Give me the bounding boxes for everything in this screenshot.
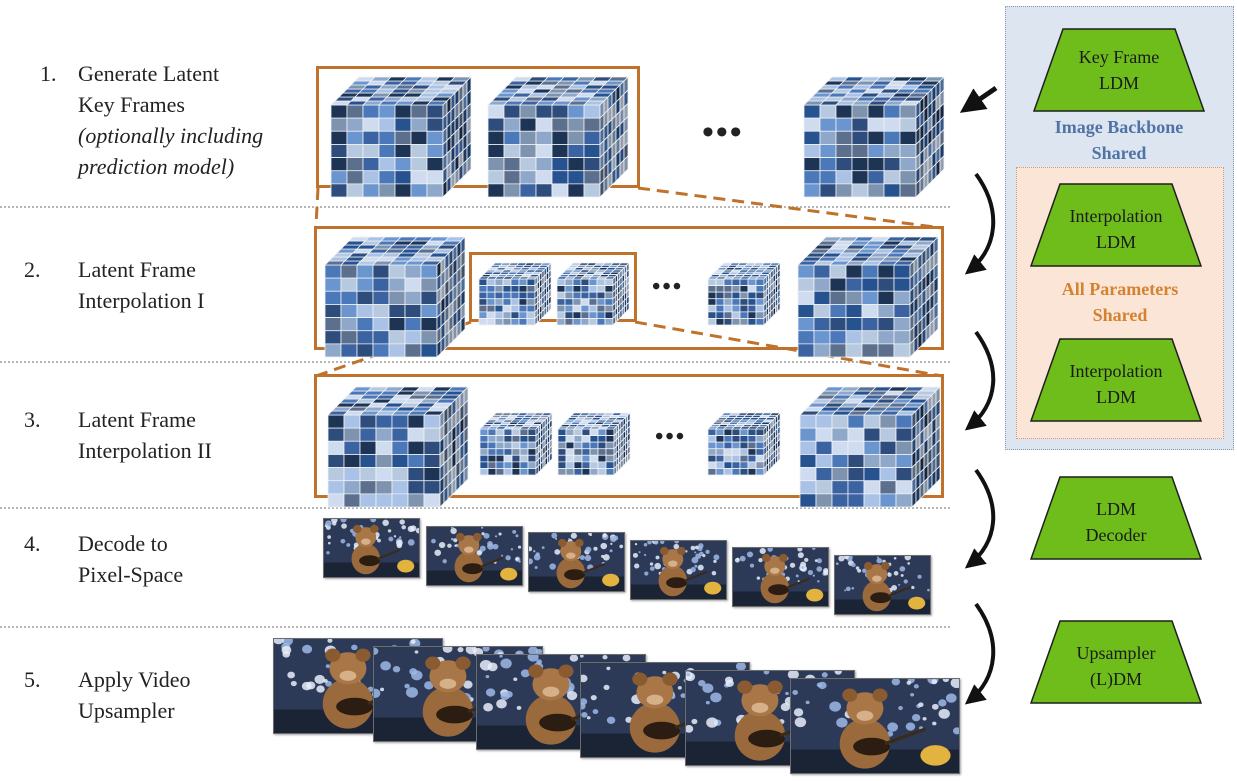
- step-5-number: 5.: [24, 667, 41, 692]
- all-parameters-line-1: All Parameters: [1061, 279, 1179, 299]
- interpolation-ldm-1-text: Interpolation LDM: [1030, 203, 1202, 255]
- interpolation-ldm-1-block: Interpolation LDM: [1030, 183, 1202, 267]
- zoom-connector-1-right: [637, 186, 943, 230]
- step-5-label: Apply Video Upsampler: [78, 664, 191, 726]
- latent-cube-interp1-4: [707, 262, 781, 326]
- step-3-line-1: Latent Frame: [78, 407, 196, 432]
- step-1-note-line-1: (optionally including: [78, 123, 264, 148]
- step-5-line-2: Upsampler: [78, 698, 175, 723]
- interpolation-2-row-box: [314, 374, 944, 498]
- latent-cube-interp1-5: [797, 236, 939, 358]
- latent-cube-interp1-3: [556, 262, 630, 326]
- separator-3: [0, 507, 950, 509]
- upsampler-text: Upsampler (L)DM: [1030, 640, 1202, 692]
- interpolation-ldm-2-line-1: Interpolation: [1069, 361, 1163, 381]
- interpolation-ldm-1-line-2: LDM: [1096, 232, 1136, 252]
- interpolation-ldm-1-line-1: Interpolation: [1069, 206, 1163, 226]
- interpolation-1-inner-box: [469, 252, 637, 322]
- latent-cube-interp1-1: [324, 236, 466, 358]
- step-2-line-2: Interpolation I: [78, 288, 205, 313]
- latent-cube-interp2-5: [799, 386, 941, 508]
- latent-cube-keyframe-2: [487, 76, 629, 198]
- keyframe-group-box: [316, 66, 640, 188]
- image-backbone-line-2: Shared: [1091, 143, 1147, 163]
- ldm-decoder-shape: [1030, 476, 1202, 560]
- all-parameters-line-2: Shared: [1092, 305, 1148, 325]
- step-4-line-1: Decode to: [78, 531, 168, 556]
- keyframe-ldm-shape: [1033, 28, 1205, 112]
- decoded-frame-5: [732, 547, 829, 607]
- interpolation-ldm-2-text: Interpolation LDM: [1030, 358, 1202, 410]
- latent-cube-interp1-2: [478, 262, 552, 326]
- latent-cube-interp2-1: [327, 386, 469, 508]
- zoom-connector-2-right: [634, 320, 943, 378]
- upsampler-line-2: (L)DM: [1090, 669, 1142, 689]
- interpolation-ldm-1-shape: [1030, 183, 1202, 267]
- flow-arrows: [959, 85, 998, 705]
- interpolation-ldm-2-line-2: LDM: [1096, 387, 1136, 407]
- step-5-line-1: Apply Video: [78, 667, 191, 692]
- decoded-frame-1: [323, 518, 420, 578]
- latent-cube-interp2-4: [707, 412, 781, 476]
- step-1-line-1: Generate Latent: [78, 61, 220, 86]
- arrow-step-1-to-2: [964, 172, 996, 275]
- interpolation-ldm-2-shape: [1030, 338, 1202, 422]
- decoded-frame-6: [834, 555, 931, 615]
- decoded-frame-4: [630, 540, 727, 600]
- interpolation-ldm-2-block: Interpolation LDM: [1030, 338, 1202, 422]
- ldm-decoder-line-1: LDM: [1096, 499, 1136, 519]
- zoom-connector-1-left: [314, 187, 320, 227]
- keyframe-ldm-text: Key Frame LDM: [1033, 44, 1205, 96]
- step-1-line-2: Key Frames: [78, 92, 185, 117]
- arrow-step-3-to-4: [964, 468, 996, 569]
- image-backbone-shared-label: Image Backbone Shared: [1006, 114, 1232, 166]
- latent-cube-keyframe-1: [330, 76, 472, 198]
- latent-cube-interp2-2: [479, 412, 553, 476]
- keyframe-ldm-line-2: LDM: [1099, 73, 1139, 93]
- step-3-label: Latent Frame Interpolation II: [78, 404, 212, 466]
- step-4-label: Decode to Pixel-Space: [78, 528, 183, 590]
- separator-4: [0, 626, 950, 628]
- step-2-label: Latent Frame Interpolation I: [78, 254, 204, 316]
- ellipsis-row-1: •••: [702, 114, 744, 151]
- step-2-number: 2.: [24, 257, 41, 282]
- step-4-number: 4.: [24, 531, 41, 556]
- arrow-step-2-to-3: [964, 330, 996, 431]
- decoded-frame-2: [426, 526, 523, 586]
- upsampler-shape: [1030, 620, 1202, 704]
- ellipsis-row-2: •••: [652, 274, 684, 300]
- ldm-decoder-block: LDM Decoder: [1030, 476, 1202, 560]
- keyframe-ldm-line-1: Key Frame: [1078, 47, 1160, 67]
- separator-1: [0, 206, 950, 208]
- upsampler-block: Upsampler (L)DM: [1030, 620, 1202, 704]
- step-3-line-2: Interpolation II: [78, 438, 212, 463]
- keyframe-input-arrow: [959, 85, 998, 113]
- ldm-decoder-line-2: Decoder: [1085, 525, 1147, 545]
- latent-cube-keyframe-3: [803, 76, 945, 198]
- step-1-note-line-2: prediction model): [78, 154, 235, 179]
- step-2-line-1: Latent Frame: [78, 257, 196, 282]
- step-1-number: 1.: [40, 61, 57, 86]
- arrow-step-4-to-5: [964, 602, 996, 705]
- decoded-frame-3: [528, 532, 625, 592]
- ellipsis-row-3: •••: [655, 424, 687, 450]
- separator-2: [0, 361, 950, 363]
- latent-cube-interp2-3: [557, 412, 631, 476]
- upsampled-frame-6: [790, 678, 960, 774]
- all-parameters-shared-label: All Parameters Shared: [1016, 276, 1224, 328]
- upsampler-line-1: Upsampler: [1076, 643, 1156, 663]
- step-3-number: 3.: [24, 407, 41, 432]
- step-4-line-2: Pixel-Space: [78, 562, 184, 587]
- interpolation-1-row-box: [314, 226, 944, 350]
- keyframe-ldm-block: Key Frame LDM: [1033, 28, 1205, 112]
- ldm-decoder-text: LDM Decoder: [1030, 496, 1202, 548]
- step-1-label: Generate Latent Key Frames (optionally i…: [78, 58, 263, 182]
- image-backbone-line-1: Image Backbone: [1054, 117, 1184, 137]
